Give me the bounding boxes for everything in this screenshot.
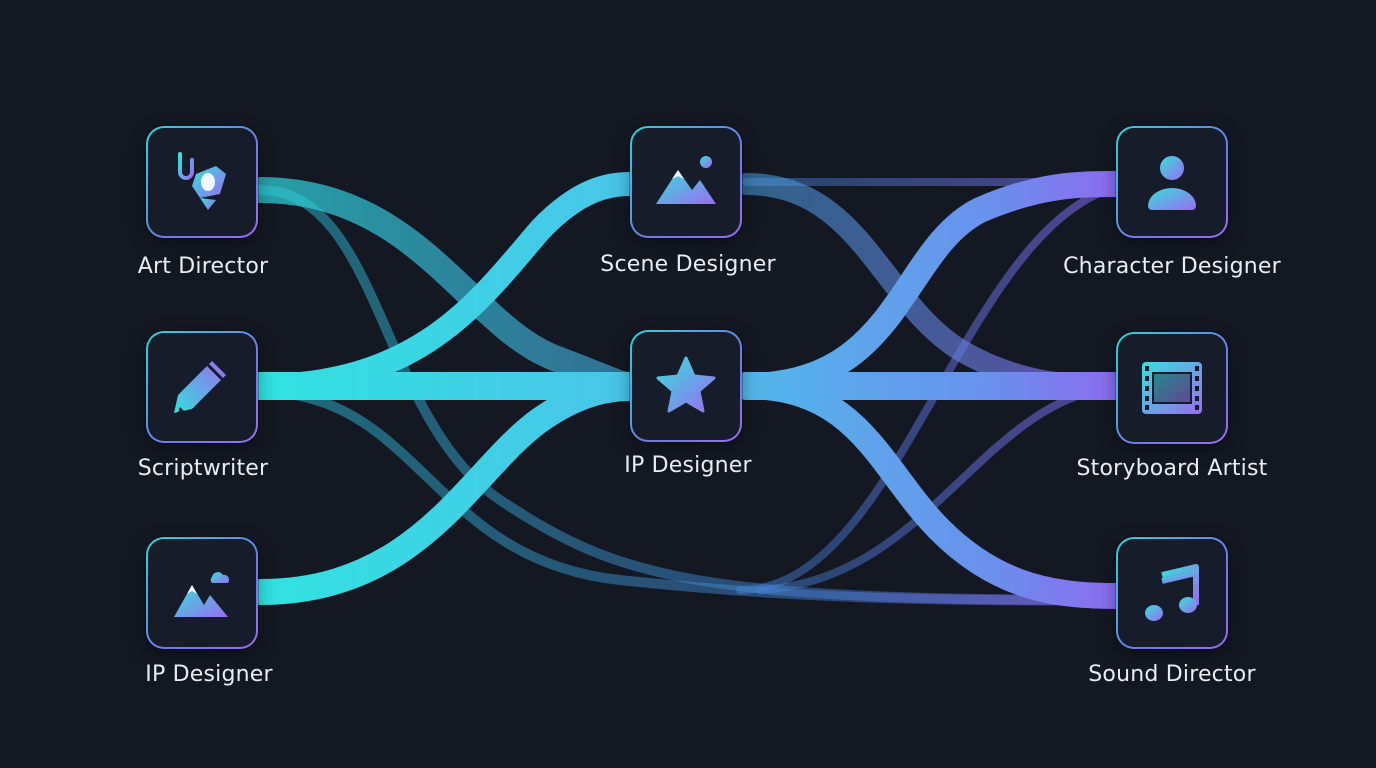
node-storyboard-artist[interactable] [1116,332,1228,444]
flow-ip-to-character [733,171,1131,399]
node-ip-designer-left[interactable] [146,537,258,649]
flow-thin-5 [255,387,1123,606]
film-strip-icon [1142,362,1202,414]
node-scene-designer[interactable] [630,126,742,238]
node-label: Storyboard Artist [1076,456,1268,481]
node-sound-director[interactable] [1116,537,1228,649]
node-ip-designer-center[interactable] [630,330,742,442]
spotlight-icon [178,148,226,210]
flow-thin-3 [736,182,1122,594]
node-art-director[interactable] [146,126,258,238]
star-icon [656,356,716,413]
flow-ipleft-to-ip [247,375,643,605]
node-label: Sound Director [1088,662,1256,687]
node-label: IP Designer [624,453,752,478]
node-label: Scriptwriter [137,456,269,481]
flow-art-to-ip [247,177,643,399]
landscape-icon [656,156,716,204]
node-label: Character Designer [1063,254,1281,279]
node-label: IP Designer [145,662,273,687]
flow-ip-to-sound [733,373,1131,609]
person-icon [1148,156,1196,210]
node-label: Scene Designer [600,252,776,277]
flow-script-to-scene [248,172,642,398]
node-label: Art Director [137,254,269,279]
music-note-icon [1145,564,1199,621]
pencil-icon [174,361,226,413]
node-scriptwriter[interactable] [146,331,258,443]
flow-thin-4 [756,382,1122,594]
mountain-cloud-icon [174,572,230,617]
node-character-designer[interactable] [1116,126,1228,238]
